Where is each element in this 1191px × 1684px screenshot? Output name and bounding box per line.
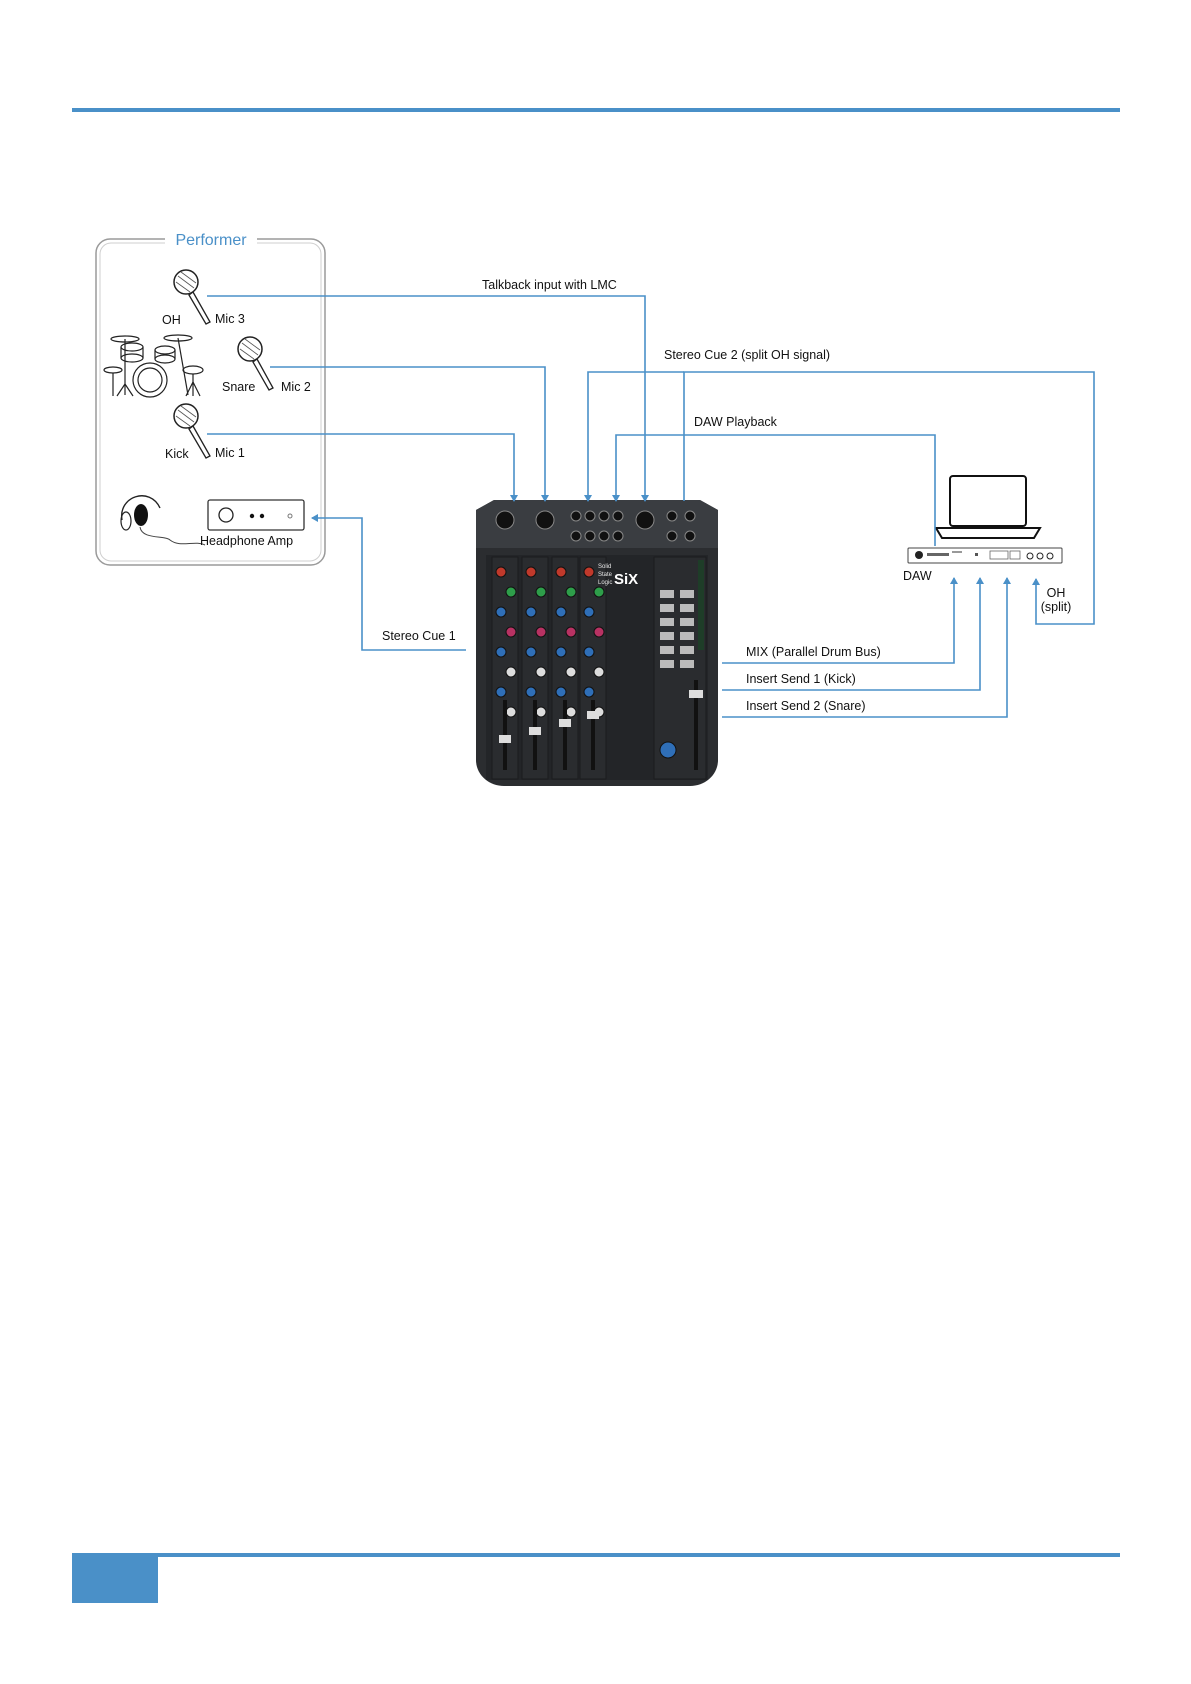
channel-3-knob-7 [556, 687, 566, 697]
console-brand-line1: Solid [598, 564, 611, 570]
console-model-label: SiX [614, 571, 638, 588]
channel-3-knob-4 [566, 627, 576, 637]
laptop-icon [936, 476, 1040, 538]
master-button-b-1 [680, 590, 694, 598]
master-button-1 [660, 590, 674, 598]
master-button-b-3 [680, 618, 694, 626]
channel-1-knob-3 [496, 607, 506, 617]
drum-kit-icon [104, 335, 203, 397]
mix-label: MIX (Parallel Drum Bus) [746, 645, 881, 659]
cable-mic-1 [207, 434, 514, 501]
channel-2-knob-2 [536, 587, 546, 597]
channel-4-knob-2 [594, 587, 604, 597]
channel-1-fader-cap [499, 735, 511, 743]
channel-1-knob-2 [506, 587, 516, 597]
headphone-amp-label: Headphone Amp [200, 534, 293, 548]
oh-split-label-line2: (split) [1041, 600, 1072, 614]
channel-3-fader-cap [559, 719, 571, 727]
daw-playback-label: DAW Playback [694, 415, 778, 429]
mic-2-label: Mic 2 [281, 380, 311, 394]
mixing-console: Solid State Logic SiX [476, 500, 718, 786]
channel-4-knob-5 [584, 647, 594, 657]
channel-4-knob-1 [584, 567, 594, 577]
master-volume-knob [660, 742, 676, 758]
channel-2-knob-1 [526, 567, 536, 577]
xlr-jack-2 [536, 511, 554, 529]
master-button-3 [660, 618, 674, 626]
cable-talkback [207, 296, 645, 501]
channel-3-knob-2 [566, 587, 576, 597]
channel-2-knob-6 [536, 667, 546, 677]
channel-4-knob-6 [594, 667, 604, 677]
channel-2-knob-5 [526, 647, 536, 657]
jack-socket-lower-2 [585, 531, 595, 541]
mic-3-label: Mic 3 [215, 312, 245, 326]
channel-4-knob-4 [594, 627, 604, 637]
audio-interface-icon [908, 548, 1062, 563]
master-button-b-6 [680, 660, 694, 668]
channel-4-knob-7 [584, 687, 594, 697]
jack-socket-5 [667, 511, 677, 521]
master-fader-cap [689, 690, 703, 698]
daw-label: DAW [903, 569, 932, 583]
channel-4-fader-cap [587, 711, 599, 719]
insert-send-1-label: Insert Send 1 (Kick) [746, 672, 856, 686]
mic-3-source-label: OH [162, 313, 181, 327]
xlr-jack-1 [496, 511, 514, 529]
jack-socket-3 [599, 511, 609, 521]
master-button-b-2 [680, 604, 694, 612]
channel-1-knob-1 [496, 567, 506, 577]
console-brand-line2: State [598, 572, 613, 578]
channel-2-knob-7 [526, 687, 536, 697]
channel-3-knob-3 [556, 607, 566, 617]
master-button-6 [660, 660, 674, 668]
master-meter [698, 560, 704, 650]
jack-socket-6 [685, 511, 695, 521]
master-button-2 [660, 604, 674, 612]
channel-4-fader-track [591, 700, 595, 770]
stereo-cue-2-label: Stereo Cue 2 (split OH signal) [664, 348, 830, 362]
channel-3-knob-8 [566, 707, 576, 717]
headphones-icon [121, 496, 205, 545]
channel-2-knob-3 [526, 607, 536, 617]
jack-socket-lower-5 [667, 531, 677, 541]
oh-split-label-line1: OH [1047, 586, 1066, 600]
stereo-cue-1-label: Stereo Cue 1 [382, 629, 456, 643]
channel-1-knob-8 [506, 707, 516, 717]
channel-3-knob-1 [556, 567, 566, 577]
channel-1-knob-6 [506, 667, 516, 677]
jack-socket-lower-6 [685, 531, 695, 541]
mic-2-source-label: Snare [222, 380, 255, 394]
channel-1-knob-5 [496, 647, 506, 657]
mic-1-label: Mic 1 [215, 446, 245, 460]
performer-title: Performer [175, 232, 247, 249]
channel-3-knob-6 [566, 667, 576, 677]
channel-3-knob-5 [556, 647, 566, 657]
master-button-b-4 [680, 632, 694, 640]
channel-3-fader-track [563, 700, 567, 770]
jack-socket-2 [585, 511, 595, 521]
mic-1-source-label: Kick [165, 447, 189, 461]
channel-1-knob-4 [506, 627, 516, 637]
jack-socket-lower-4 [613, 531, 623, 541]
jack-socket-lower-1 [571, 531, 581, 541]
insert-send-2-label: Insert Send 2 (Snare) [746, 699, 866, 713]
channel-4-knob-3 [584, 607, 594, 617]
talkback-label: Talkback input with LMC [482, 278, 617, 292]
headphone-amp-icon [208, 500, 304, 530]
master-button-b-5 [680, 646, 694, 654]
console-brand-line3: Logic [598, 580, 612, 586]
jack-socket-4 [613, 511, 623, 521]
channel-2-knob-4 [536, 627, 546, 637]
channel-2-knob-8 [536, 707, 546, 717]
master-button-5 [660, 646, 674, 654]
channel-2-fader-cap [529, 727, 541, 735]
jack-socket-lower-3 [599, 531, 609, 541]
jack-socket-1 [571, 511, 581, 521]
xlr-jack-3 [636, 511, 654, 529]
channel-1-knob-7 [496, 687, 506, 697]
master-button-4 [660, 632, 674, 640]
